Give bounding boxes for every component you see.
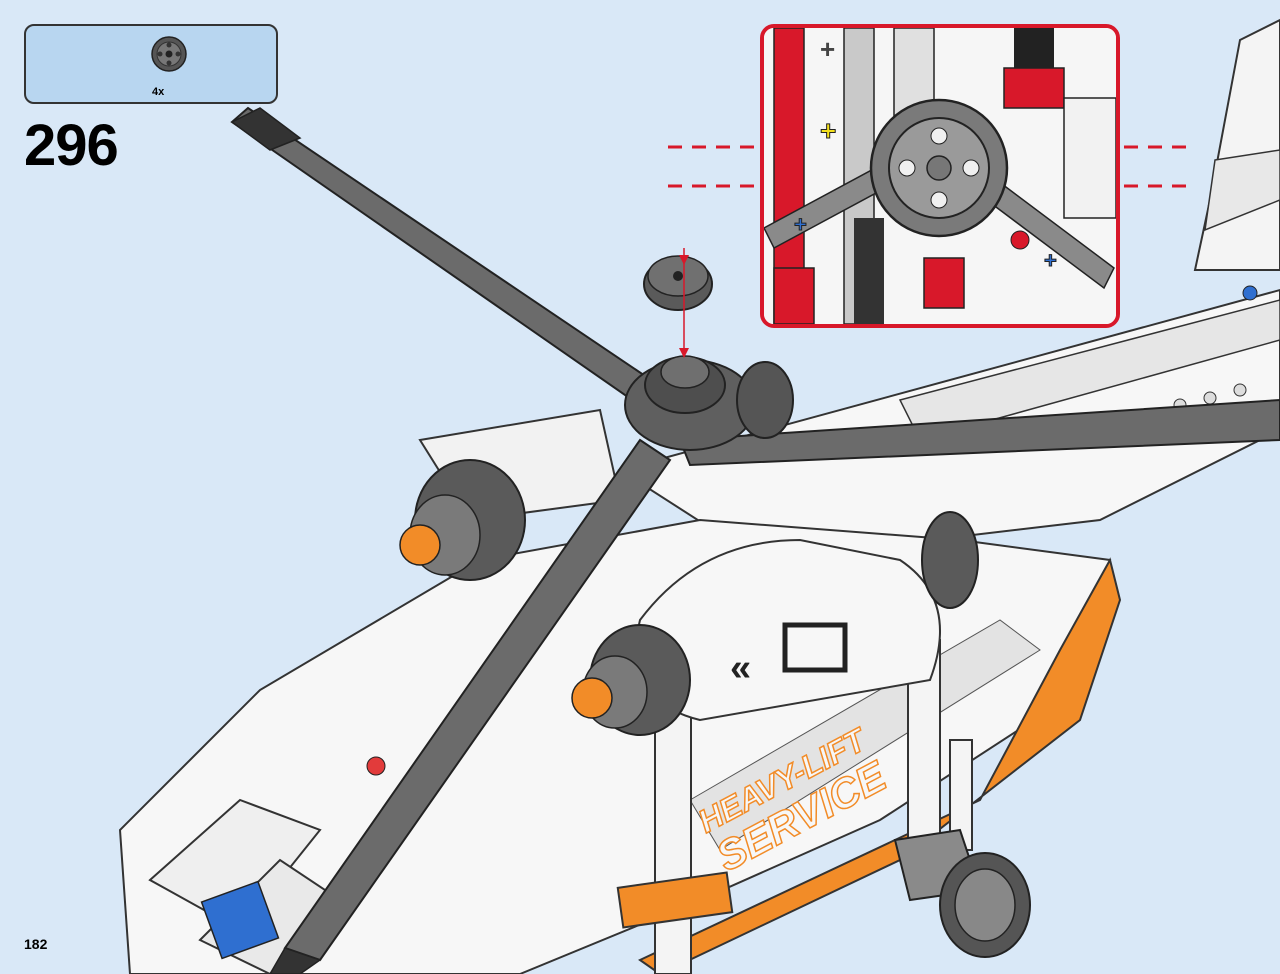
main-rotor [230, 106, 1280, 974]
tail-fin [1193, 18, 1280, 271]
page-number: 182 [24, 936, 48, 952]
svg-text:+: + [1044, 248, 1057, 273]
part-quantity: 4x [152, 86, 165, 98]
wheel-hub-part-icon [151, 36, 187, 72]
svg-text:+: + [820, 34, 835, 64]
detail-callout: + + + + [760, 24, 1120, 328]
step-number: 296 [24, 113, 119, 178]
svg-text:+: + [794, 212, 807, 237]
left-engine [399, 459, 526, 581]
svg-text:+: + [820, 115, 836, 146]
right-engine: « [571, 511, 979, 736]
chevron-marking: « [730, 647, 751, 689]
callout-detail-view: + + + + [764, 28, 1116, 324]
new-part-hub [643, 248, 713, 358]
landing-gear [893, 739, 1031, 958]
parts-list-box: 4x [24, 24, 278, 104]
